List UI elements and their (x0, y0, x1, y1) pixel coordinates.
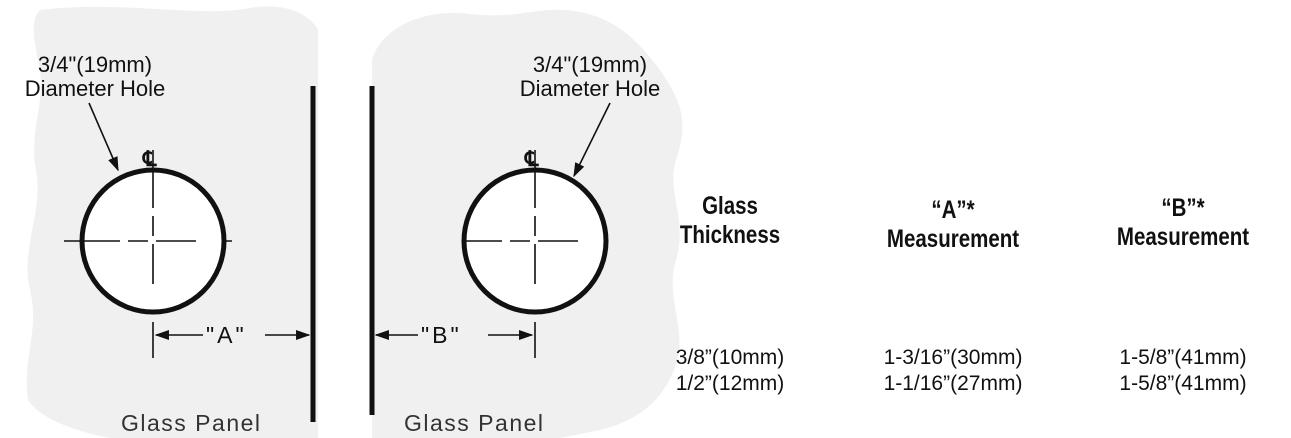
left-hole-size: 3/4"(19mm) (37, 52, 153, 77)
right-centerline-symbol: ℄ (525, 148, 539, 171)
row2-b-measurement: 1-5/8”(41mm) (1119, 372, 1247, 395)
header-b-measurement: “B”* Measurement (1097, 194, 1269, 252)
left-hole-circle (79, 167, 227, 315)
header-glass-thickness-line2: Thickness (679, 221, 781, 249)
right-hole-size: 3/4"(19mm) (532, 52, 648, 77)
row1-a-measurement: 1-3/16”(30mm) (883, 346, 1023, 369)
row2-a-measurement: 1-1/16”(27mm) (883, 372, 1023, 395)
header-a-line2: Measurement (886, 225, 1020, 253)
dimension-a-label: "A" (206, 322, 247, 348)
right-glass-panel-label: Glass Panel (404, 410, 545, 436)
right-hole-size-label: 3/4"(19mm) Diameter Hole (495, 53, 685, 101)
header-b-line2: Measurement (1116, 223, 1250, 251)
header-glass-thickness: Glass Thickness (656, 192, 804, 250)
left-leader-arrow (88, 102, 119, 172)
row1-glass-thickness: 3/8”(10mm) (675, 346, 785, 369)
left-glass-panel-label: Glass Panel (121, 410, 262, 436)
header-a-line1: “A”* (931, 196, 975, 224)
left-centerline-symbol: ℄ (143, 148, 157, 171)
dimension-b-label: "B" (421, 322, 462, 348)
row2-glass-thickness: 1/2”(12mm) (675, 372, 785, 395)
right-leader-arrow (573, 102, 611, 178)
header-glass-thickness-line1: Glass (702, 192, 758, 220)
right-hole-type: Diameter Hole (519, 76, 661, 101)
left-hole-type: Diameter Hole (24, 76, 166, 101)
left-hole-size-label: 3/4"(19mm) Diameter Hole (0, 53, 190, 101)
right-hole-circle (461, 167, 609, 315)
header-b-line1: “B”* (1161, 194, 1205, 222)
row1-b-measurement: 1-5/8”(41mm) (1119, 346, 1247, 369)
header-a-measurement: “A”* Measurement (871, 196, 1035, 254)
